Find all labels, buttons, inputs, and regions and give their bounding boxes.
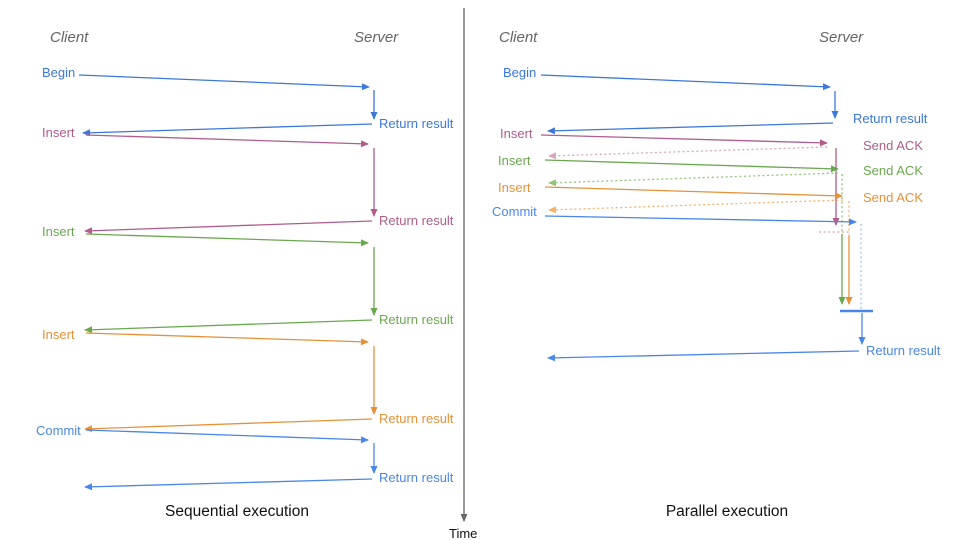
par-title: Parallel execution (665, 503, 789, 520)
seq-begin-response (82, 123, 373, 137)
par-insert2-label: Insert (498, 153, 531, 168)
par-begin-request (540, 74, 831, 91)
seq-insert1-return-label: Return result (379, 213, 454, 228)
par-server-header: Server (819, 29, 864, 46)
par-insert1-ack (548, 146, 828, 160)
seq-insert2-request (85, 233, 369, 247)
seq-insert2-return-label: Return result (379, 312, 454, 327)
par-insert2-ack (548, 172, 839, 187)
seq-insert1-request (85, 134, 369, 148)
seq-begin-request (78, 74, 370, 91)
par-insert3-label: Insert (498, 180, 531, 195)
seq-title: Sequential execution (165, 503, 309, 520)
par-begin-response (547, 122, 834, 135)
seq-commit-response (84, 478, 373, 491)
par-insert3-request (544, 186, 843, 200)
par-insert1-ack-label: Send ACK (863, 138, 923, 153)
seq-commit-return-label: Return result (379, 470, 454, 485)
par-begin-label: Begin (503, 65, 537, 80)
seq-insert2-label: Insert (42, 224, 75, 239)
par-commit-request (544, 215, 857, 226)
seq-insert1-label: Insert (42, 125, 75, 140)
par-insert2-request (544, 159, 839, 173)
par-final-return-label: Return result (866, 343, 941, 358)
time-axis-label: Time (449, 526, 478, 540)
par-client-header: Client (499, 29, 538, 46)
seq-begin-label: Begin (42, 65, 76, 80)
seq-insert3-label: Insert (42, 327, 75, 342)
par-insert3-ack-label: Send ACK (863, 190, 923, 205)
seq-commit-request (85, 429, 369, 444)
seq-client-header: Client (50, 29, 89, 46)
par-insert1-request (540, 134, 828, 147)
par-commit-label: Commit (492, 204, 537, 219)
seq-begin-return-label: Return result (379, 116, 454, 131)
seq-insert3-request (85, 332, 369, 346)
par-insert2-ack-label: Send ACK (863, 163, 923, 178)
par-final-response (547, 350, 860, 362)
seq-commit-label: Commit (36, 423, 81, 438)
par-insert3-ack (548, 199, 844, 214)
seq-insert1-response (84, 220, 373, 235)
par-insert1-label: Insert (500, 126, 533, 141)
seq-insert3-return-label: Return result (379, 411, 454, 426)
seq-insert3-response (84, 418, 373, 433)
seq-insert2-response (84, 319, 373, 334)
par-begin-return-label: Return result (853, 111, 928, 126)
seq-server-header: Server (354, 29, 399, 46)
